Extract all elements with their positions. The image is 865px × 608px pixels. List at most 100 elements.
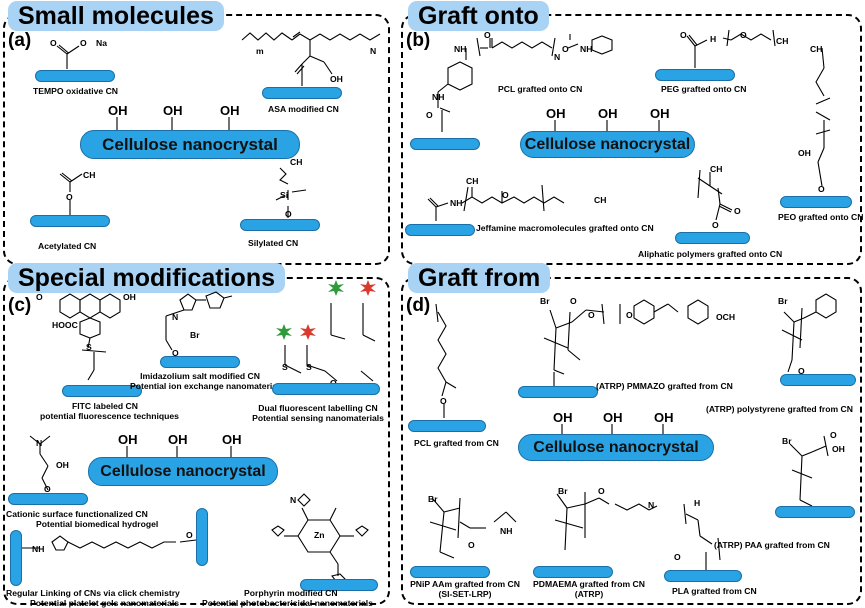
imidazolium-n: N <box>172 312 179 322</box>
nanocrystal-rod-aliphatic <box>675 232 750 244</box>
fitc-o: O <box>36 292 43 302</box>
nanocrystal-rod-tempo <box>35 70 115 82</box>
fitc-structure <box>59 293 121 381</box>
nanocrystal-rod-peo <box>780 196 852 208</box>
nanocrystal-rod-silylated <box>240 219 320 231</box>
label-cationic-1: Cationic surface functionalized CN <box>6 509 148 519</box>
label-pmmazo: (ATRP) PMMAZO grafted from CN <box>596 381 733 391</box>
click-linker-structure <box>22 535 197 551</box>
peg-ch3: CH <box>776 36 789 46</box>
nanocrystal-rod-jeffamine <box>405 224 475 236</box>
pcl-onto-o2: O <box>562 44 569 54</box>
pmmazo-o3: O <box>626 310 633 320</box>
label-click-1: Regular Linking of CNs via click chemist… <box>6 588 180 598</box>
peo-o: O <box>818 184 825 194</box>
cellulose-nanocrystal-d: Cellulose nanocrystal <box>518 434 714 461</box>
paa-br: Br <box>782 436 792 446</box>
imidazolium-o: O <box>172 348 179 358</box>
nanocrystal-rod-polystyrene <box>780 374 856 386</box>
nanocrystal-rod-cationic <box>8 493 88 505</box>
hydroxyl-d3: OH <box>654 410 674 425</box>
label-fitc-2: potential fluorescence techniques <box>40 411 179 421</box>
hydroxyl-a1: OH <box>108 103 128 118</box>
pmmazo-br: Br <box>540 296 550 306</box>
label-cationic-2: Potential biomedical hydrogel <box>36 519 159 529</box>
asa-n: N <box>370 46 377 56</box>
paa-oh: OH <box>832 444 845 454</box>
paa-o: O <box>830 430 837 440</box>
hydroxyl-b3: OH <box>650 106 670 121</box>
nanocrystal-rod-click-left <box>10 530 22 586</box>
tempo-o2: O <box>80 38 87 48</box>
asa-oh: OH <box>330 74 343 84</box>
acetyl-o: O <box>66 192 73 202</box>
pdmaema-structure <box>554 492 658 551</box>
nanocrystal-rod-pla <box>664 570 742 582</box>
tempo-o1: O <box>50 38 57 48</box>
pmmazo-structure <box>543 299 709 386</box>
imidazolium-br: Br <box>190 330 200 340</box>
nanocrystal-rod-asa <box>262 87 342 99</box>
pcl-from-structure <box>435 303 457 418</box>
cellulose-nanocrystal-a: Cellulose nanocrystal <box>80 130 300 159</box>
jeff-ch3: CH <box>466 176 479 186</box>
dual-s1: S <box>282 362 288 372</box>
dual-s2: S <box>306 362 312 372</box>
silyl-structure <box>275 167 307 218</box>
acetyl-structure <box>59 172 83 215</box>
label-silylated: Silylated CN <box>248 238 299 248</box>
label-porphyrin-1: Porphyrin modified CN <box>244 588 338 598</box>
nanocrystal-rod-imidazolium <box>160 356 240 368</box>
ps-br: Br <box>778 296 788 306</box>
jeff-o1: O <box>502 190 509 200</box>
hydroxyl-b1: OH <box>546 106 566 121</box>
peo-structure <box>815 47 831 187</box>
pnipaam-structure <box>429 497 517 559</box>
nanocrystal-rod-pmmazo <box>518 386 598 398</box>
pnip-nh: NH <box>500 526 513 536</box>
hydroxyl-c3: OH <box>222 432 242 447</box>
nanocrystal-rod-dual <box>272 383 380 395</box>
label-pcl-from: PCL grafted from CN <box>414 438 499 448</box>
panel-label-a: (a) <box>8 30 32 51</box>
nanocrystal-rod-acetylated <box>30 215 110 227</box>
jeff-nh: NH <box>450 198 463 208</box>
ps-o: O <box>798 366 805 376</box>
porphyrin-n: N <box>290 495 297 505</box>
porphyrin-structure <box>271 493 369 587</box>
hydroxyl-d1: OH <box>553 410 573 425</box>
hydroxyl-a2: OH <box>163 103 183 118</box>
hydroxyl-d2: OH <box>603 410 623 425</box>
label-dual-2: Potential sensing nanomaterials <box>252 413 384 423</box>
green-fluorophore-star-icon-2 <box>276 324 292 340</box>
label-dual-1: Dual fluorescent labelling CN <box>258 403 378 413</box>
pla-structure <box>683 503 721 574</box>
cationic-oh: OH <box>56 460 69 470</box>
label-peo: PEO grafted onto CN <box>778 212 864 222</box>
panel-graft-from <box>401 277 862 605</box>
click-n: NH <box>32 544 45 554</box>
cationic-o: O <box>44 484 51 494</box>
label-jeffamine: Jeffamine macromolecules grafted onto CN <box>476 223 654 233</box>
peg-structure <box>686 29 776 68</box>
green-fluorophore-star-icon <box>328 280 344 296</box>
aliphatic-ch3: CH <box>710 164 723 174</box>
panel-label-d: (d) <box>406 295 431 316</box>
pnip-o: O <box>468 540 475 550</box>
hydroxyl-c2: OH <box>168 432 188 447</box>
label-peg: PEG grafted onto CN <box>661 84 747 94</box>
aliphatic-o2: O <box>712 220 719 230</box>
peo-oh: OH <box>798 148 811 158</box>
hydroxyl-a3: OH <box>220 103 240 118</box>
cationic-n: N <box>36 438 43 448</box>
pcl-onto-o3: O <box>426 110 433 120</box>
pcl-onto-n: N <box>554 52 561 62</box>
hydroxyl-b2: OH <box>598 106 618 121</box>
cellulose-nanocrystal-b: Cellulose nanocrystal <box>520 131 695 158</box>
red-fluorophore-star-icon <box>360 280 376 296</box>
pcl-onto-nh: NH <box>454 44 467 54</box>
nanocrystal-rod-pcl-from <box>408 420 486 432</box>
nanocrystal-rod-paa <box>775 506 855 518</box>
fitc-s: S <box>86 342 92 352</box>
fitc-hooc: HOOC <box>52 320 78 330</box>
